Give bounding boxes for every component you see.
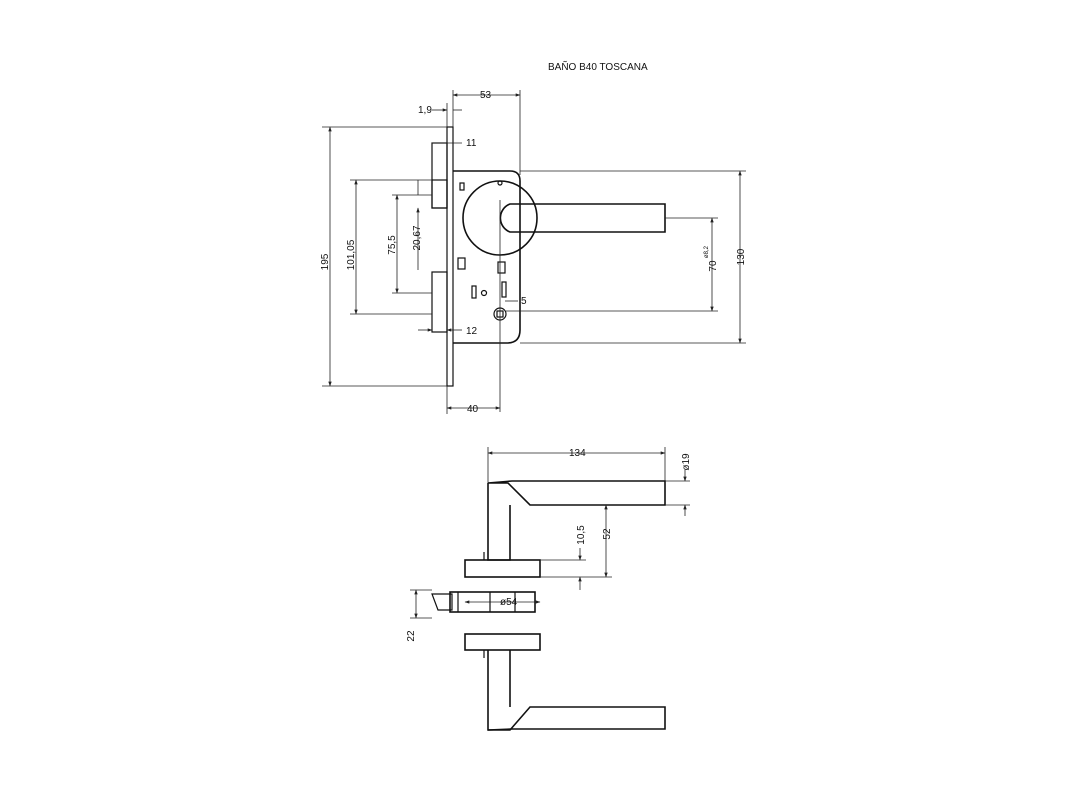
lever-neck [499,203,511,233]
drawing-title: BAÑO B40 TOSCANA [548,60,648,73]
case-slot-right [497,261,506,274]
upper-rose [464,559,541,578]
faceplate [446,126,454,387]
dim-10-5: 10,5 [576,525,587,545]
dim-52: 52 [602,528,613,540]
dead-bolt [431,271,448,333]
dim-22: 22 [406,630,417,642]
lower-lever [487,650,666,731]
lock-case [453,170,521,344]
top-view: 53 1,9 11 195 101,05 75,5 20,67 5 [320,90,747,415]
dim-19: ø19 [681,453,692,471]
case-pin [480,289,488,297]
dim-1-9: 1,9 [418,105,432,116]
dim-54: ø54 [500,597,518,608]
dim-130: 130 [736,248,747,265]
latch-bolt [431,142,448,209]
side-view: 134 ø19 52 10,5 ø54 22 [406,447,692,731]
case-hole-top [459,182,465,191]
dim-75-5: 75,5 [387,235,398,255]
dim-20-67: 20,67 [412,225,423,250]
latch-bolt-lower [431,179,448,209]
dim-70: 70 [708,260,719,272]
dim-53: 53 [480,90,492,101]
dim-11: 11 [466,138,477,149]
case-slot-left [457,257,466,270]
lever-handle [499,203,666,233]
dim-134: 134 [569,448,586,459]
dim-40: 40 [467,404,479,415]
case-slot-small [471,285,477,299]
dim-12: 12 [466,326,478,337]
upper-lever-shank [487,483,511,561]
dim-101-05: 101,05 [346,239,357,270]
latch-side [431,593,453,611]
case-slot-tall [501,281,507,298]
upper-lever-bar [487,480,666,506]
dim-5: 5 [521,296,527,307]
dim-8-2: ø8,2 [704,245,710,258]
dim-195: 195 [320,253,331,270]
lower-rose [464,633,541,651]
